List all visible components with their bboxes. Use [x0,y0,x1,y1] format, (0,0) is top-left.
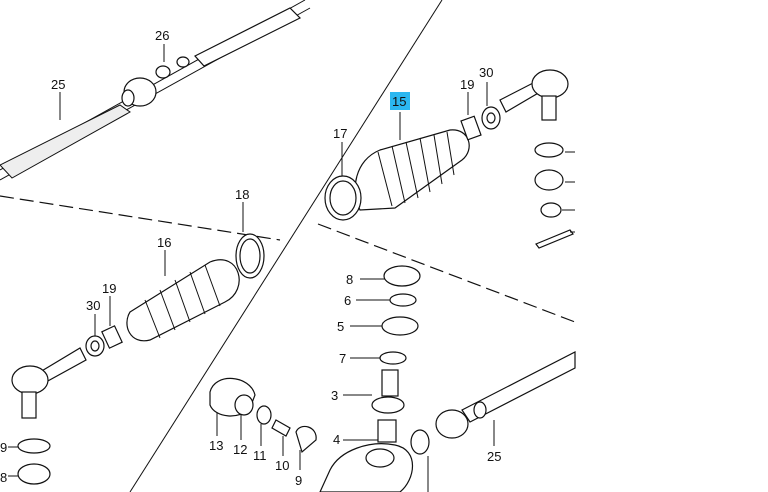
label-6: 6 [344,293,351,308]
label-3: 3 [331,388,338,403]
boot-left [85,233,265,357]
label-25-top: 25 [51,77,65,92]
label-11: 11 [253,448,267,463]
label-19-left: 19 [102,281,116,296]
part-labels: 26 25 15 19 30 17 18 16 19 30 8 6 5 7 3 … [0,28,501,488]
label-17: 17 [333,126,347,141]
yoke-parts [209,377,317,454]
label-9-bottom: 9 [295,473,302,488]
leader-lines [59,44,495,492]
label-13: 13 [209,438,223,453]
boot-upper [324,106,501,221]
label-25-bottom: 25 [487,449,501,464]
tie-rod-end-upper [499,69,575,249]
tie-rod-lower-right [410,351,576,455]
label-7: 7 [339,351,346,366]
section-dividers [0,0,576,492]
label-26: 26 [155,28,169,43]
tie-rod-upper-left [0,0,311,181]
tie-rod-end-lower [8,347,87,485]
label-10: 10 [275,458,289,473]
label-16: 16 [157,235,171,250]
label-30-top: 30 [479,65,493,80]
label-4: 4 [333,432,340,447]
label-9-left: 9 [0,440,7,455]
label-18: 18 [235,187,249,202]
label-5: 5 [337,319,344,334]
highlight-box [390,92,410,110]
label-12: 12 [233,442,247,457]
label-30-left: 30 [86,298,100,313]
label-19-top: 19 [460,77,474,92]
label-8: 8 [346,272,353,287]
label-8-left: 8 [0,470,7,485]
label-15: 15 [392,94,406,109]
pinion-parts [319,265,421,492]
